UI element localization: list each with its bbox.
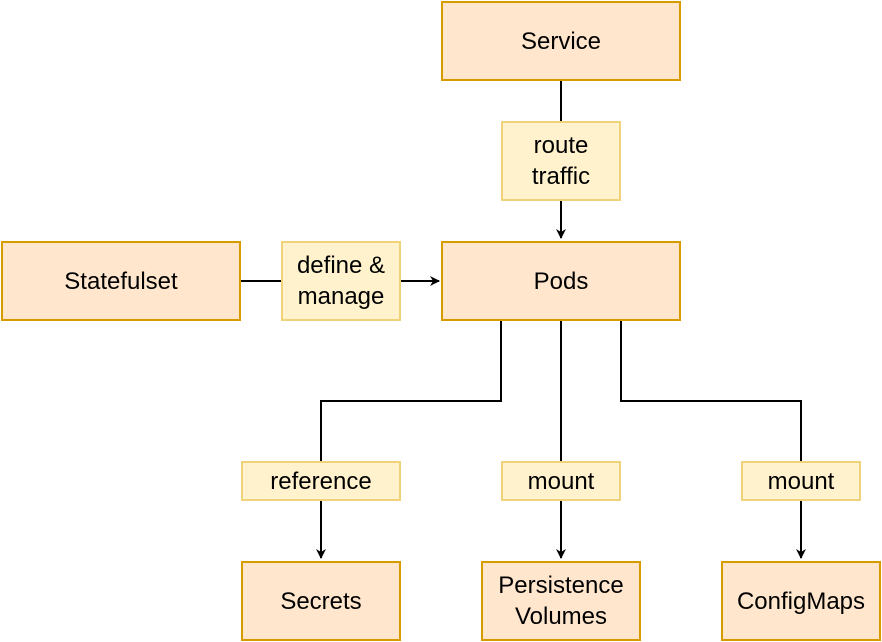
edge-pods-to-secrets: [316, 321, 502, 559]
configmaps-node: ConfigMaps: [721, 561, 881, 641]
statefulset-node: Statefulset: [1, 241, 241, 321]
service-node: Service: [441, 1, 681, 81]
pods-node: Pods: [441, 241, 681, 321]
mount-persistence-edge-label-text: mount: [527, 467, 595, 495]
reference-edge-label-text: reference: [270, 467, 372, 495]
mount-persistence-edge-label: mount: [501, 461, 621, 501]
pods-node-label: Pods: [533, 267, 589, 295]
secrets-node: Secrets: [241, 561, 401, 641]
persistence-volumes-node-label: Persistence Volumes: [498, 572, 624, 630]
edge-pods-to-configmaps: [620, 321, 806, 559]
service-node-label: Service: [520, 27, 602, 55]
statefulset-node-label: Statefulset: [64, 267, 178, 295]
mount-configmaps-edge-label: mount: [741, 461, 861, 501]
configmaps-node-label: ConfigMaps: [736, 587, 866, 615]
route-traffic-edge-label-text: route traffic: [531, 132, 591, 190]
define-manage-edge-label: define & manage: [281, 241, 401, 321]
reference-edge-label: reference: [241, 461, 401, 501]
secrets-node-label: Secrets: [280, 587, 362, 615]
route-traffic-edge-label: route traffic: [501, 121, 621, 201]
define-manage-edge-label-text: define & manage: [296, 252, 386, 310]
persistence-volumes-node: Persistence Volumes: [481, 561, 641, 641]
mount-configmaps-edge-label-text: mount: [767, 467, 835, 495]
